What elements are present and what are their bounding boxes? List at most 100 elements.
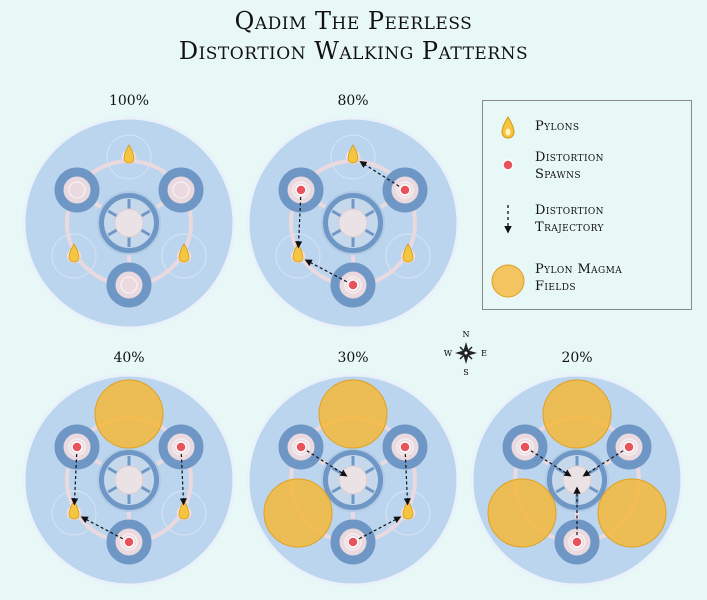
side-platform-core	[516, 438, 534, 456]
phase-label-20: 20%	[561, 350, 593, 366]
center-spoke	[364, 485, 375, 494]
compass-rose-icon: N S E W	[444, 330, 487, 377]
compass-n: N	[463, 330, 470, 339]
distortion-spawn	[175, 441, 187, 453]
distortion-spawn	[519, 441, 531, 453]
center-spoke	[331, 209, 342, 218]
pylon-icon	[68, 243, 80, 263]
pylon-icon	[178, 243, 190, 263]
trajectory-arrow	[306, 450, 348, 477]
trajectory-arrow	[359, 161, 400, 187]
magma-field	[487, 478, 557, 548]
phase-label-40: 40%	[113, 350, 145, 366]
center-spoke	[107, 466, 118, 475]
magma-field	[94, 379, 164, 449]
center-spoke	[555, 466, 566, 475]
center-spoke	[107, 228, 118, 237]
diagram-title: Qadim The Peerless Distortion Walking Pa…	[0, 6, 707, 66]
distortion-spawn	[571, 536, 583, 548]
side-platform-core	[120, 533, 138, 551]
center-spoke	[140, 466, 151, 475]
center-core	[114, 465, 144, 495]
distortion-spawn	[399, 184, 411, 196]
title-line-2: Distortion Walking Patterns	[178, 37, 529, 65]
legend-pylons: Pylons	[535, 119, 580, 134]
pylon-icon	[178, 500, 190, 520]
distortion-spawn	[295, 184, 307, 196]
pylon-icon	[347, 144, 359, 164]
center-spoke	[364, 466, 375, 475]
side-platform-core	[396, 181, 414, 199]
pylon-icon	[292, 243, 304, 263]
side-platform	[54, 167, 100, 213]
distortion-spawn	[71, 441, 83, 453]
pylon-icon	[123, 144, 135, 164]
trajectory-arrow	[403, 453, 411, 506]
center-spoke	[555, 485, 566, 494]
legend-symbols	[491, 116, 525, 298]
center-spoke	[331, 485, 342, 494]
center-spoke	[107, 485, 118, 494]
center-spoke	[364, 228, 375, 237]
center-spoke	[140, 485, 151, 494]
arena-40pct	[22, 373, 236, 587]
compass-e: E	[481, 349, 487, 358]
pylon-ring-deco	[51, 233, 97, 279]
center-spoke	[588, 485, 599, 494]
distortion-spawn	[123, 536, 135, 548]
distortion-spawn	[347, 279, 359, 291]
arena-100pct	[22, 116, 236, 330]
center-spoke	[331, 466, 342, 475]
magma-field	[542, 379, 612, 449]
pylon-ring-deco	[51, 490, 97, 536]
trajectory-arrow	[582, 450, 624, 477]
magma-field	[597, 478, 667, 548]
side-platform-core	[172, 181, 190, 199]
trajectory-arrow	[358, 516, 402, 540]
trajectory-arrow	[179, 453, 187, 506]
pylon-icon	[402, 243, 414, 263]
pylon-ring-deco	[275, 233, 321, 279]
side-platform	[158, 167, 204, 213]
distortion-spawn	[295, 441, 307, 453]
arena-30pct	[246, 373, 460, 587]
trajectory-arrow	[295, 196, 303, 249]
center-core	[338, 465, 368, 495]
center-core	[338, 208, 368, 238]
trajectory-arrow	[304, 259, 348, 283]
center-spoke	[588, 466, 599, 475]
side-platform-core	[344, 533, 362, 551]
side-platform	[106, 262, 152, 308]
center-spoke	[140, 209, 151, 218]
trajectory-arrow	[71, 453, 79, 506]
pylon-ring-deco	[161, 490, 207, 536]
side-platform-core	[68, 181, 86, 199]
center-core	[114, 208, 144, 238]
magma-legend-icon	[491, 264, 525, 298]
arena-20pct	[470, 373, 684, 587]
pylon-ring-deco	[330, 134, 376, 180]
center-spoke	[364, 209, 375, 218]
distortion-spawn	[399, 441, 411, 453]
distortion-spawn	[623, 441, 635, 453]
pylon-icon	[68, 500, 80, 520]
center-spoke	[331, 228, 342, 237]
arena-80pct	[246, 116, 460, 330]
spawn-legend-icon	[502, 159, 514, 171]
phase-label-30: 30%	[337, 350, 369, 366]
compass-w: W	[444, 349, 453, 358]
pylon-legend-icon	[501, 116, 515, 139]
pylon-ring-deco	[385, 490, 431, 536]
side-platform-core	[120, 276, 138, 294]
side-platform-core	[344, 276, 362, 294]
center-spoke	[140, 228, 151, 237]
center-spoke	[107, 209, 118, 218]
magma-field	[263, 478, 333, 548]
side-platform-core	[292, 438, 310, 456]
trajectory-arrow	[80, 516, 124, 540]
side-platform-core	[620, 438, 638, 456]
